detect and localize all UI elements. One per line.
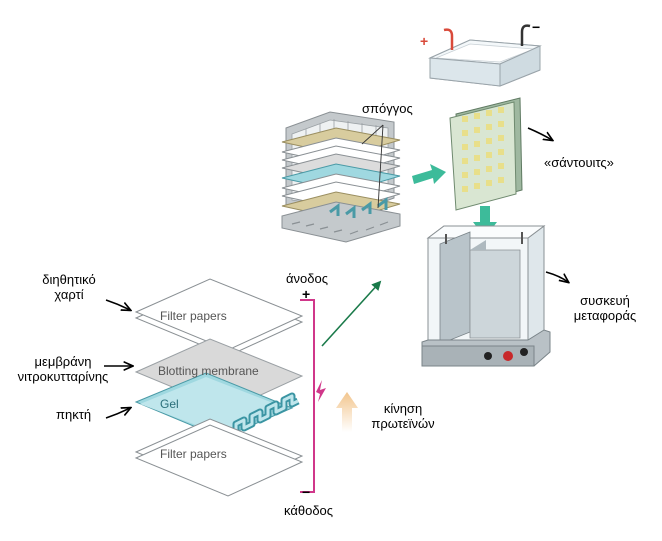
cathode-label: κάθοδος (284, 503, 334, 518)
membrane-label-line2: νιτροκυτταρίνης (17, 369, 109, 384)
protein-movement-label-line2: πρωτεϊνών (371, 416, 435, 431)
protein-movement-label-line1: κίνηση (383, 401, 423, 416)
buffer-tray (428, 39, 542, 87)
gel-label: πηκτή (56, 407, 92, 422)
layer-filter-papers-top (134, 278, 304, 357)
filter-paper-label: διηθητικό χαρτί (24, 272, 114, 302)
filter-paper-label-line2: χαρτί (54, 287, 84, 302)
layer-filter-papers-bottom (134, 418, 304, 497)
protein-movement-label: κίνηση πρωτεϊνών (360, 401, 446, 431)
gel-text: Gel (160, 397, 179, 411)
tray-plus-sign: + (420, 33, 429, 49)
filter-paper-label-line1: διηθητικό (42, 272, 96, 287)
cathode-minus-sign: − (302, 484, 311, 500)
tray-red-lead (443, 28, 454, 50)
anode-plus-sign: + (302, 286, 311, 302)
filter-papers-bottom-text: Filter papers (160, 447, 227, 461)
protein-movement-arrow (336, 392, 358, 432)
cassette-gel-comb (329, 197, 388, 218)
transfer-device-label: συσκευή μεταφοράς (560, 293, 650, 323)
electrode-bracket (300, 299, 326, 493)
transfer-tank (421, 225, 551, 367)
layer-gel-comb (210, 392, 300, 442)
tray-black-lead (520, 24, 531, 46)
sponge-label: σπόγγος (362, 101, 413, 116)
transfer-device-label-line1: συσκευή (580, 293, 630, 308)
tray-minus-sign: − (532, 19, 541, 35)
sandwich-label: «σάντουιτς» (544, 155, 614, 170)
sandwich-cassette (449, 97, 523, 211)
filter-papers-top-text: Filter papers (160, 309, 227, 323)
anode-label: άνοδος (286, 271, 328, 286)
transfer-device-label-line2: μεταφοράς (573, 308, 637, 323)
green-direction-arrow (321, 280, 382, 347)
blotting-membrane-text: Blotting membrane (158, 364, 259, 378)
membrane-label: μεμβράνη νιτροκυτταρίνης (4, 354, 122, 384)
membrane-label-line1: μεμβράνη (34, 354, 92, 369)
pointer-arrows (104, 127, 568, 419)
sponge-leader-lines (361, 124, 384, 209)
arrow-stack-to-sandwich (412, 164, 446, 184)
